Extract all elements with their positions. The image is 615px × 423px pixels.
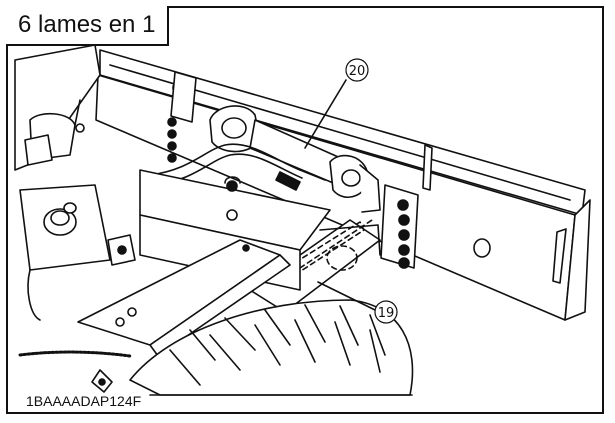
callout-20-marker — [304, 58, 369, 149]
hydraulic-hoses — [149, 143, 326, 191]
blade-bolts-left — [167, 117, 177, 163]
figure-code: 1BAAAADAP124F — [24, 393, 144, 409]
callout-19-label: 19 — [378, 306, 395, 321]
blade-bolts-right — [380, 184, 419, 269]
hydraulic-cylinder — [209, 105, 381, 213]
lower-arm-plate — [77, 239, 291, 357]
callout-19-marker — [317, 281, 398, 324]
tractor-body-left — [14, 44, 136, 393]
crawler-track — [129, 299, 414, 396]
figure-title: 6 lames en 1 — [6, 6, 170, 46]
callout-20-label: 20 — [349, 64, 366, 79]
push-arm — [249, 219, 381, 313]
